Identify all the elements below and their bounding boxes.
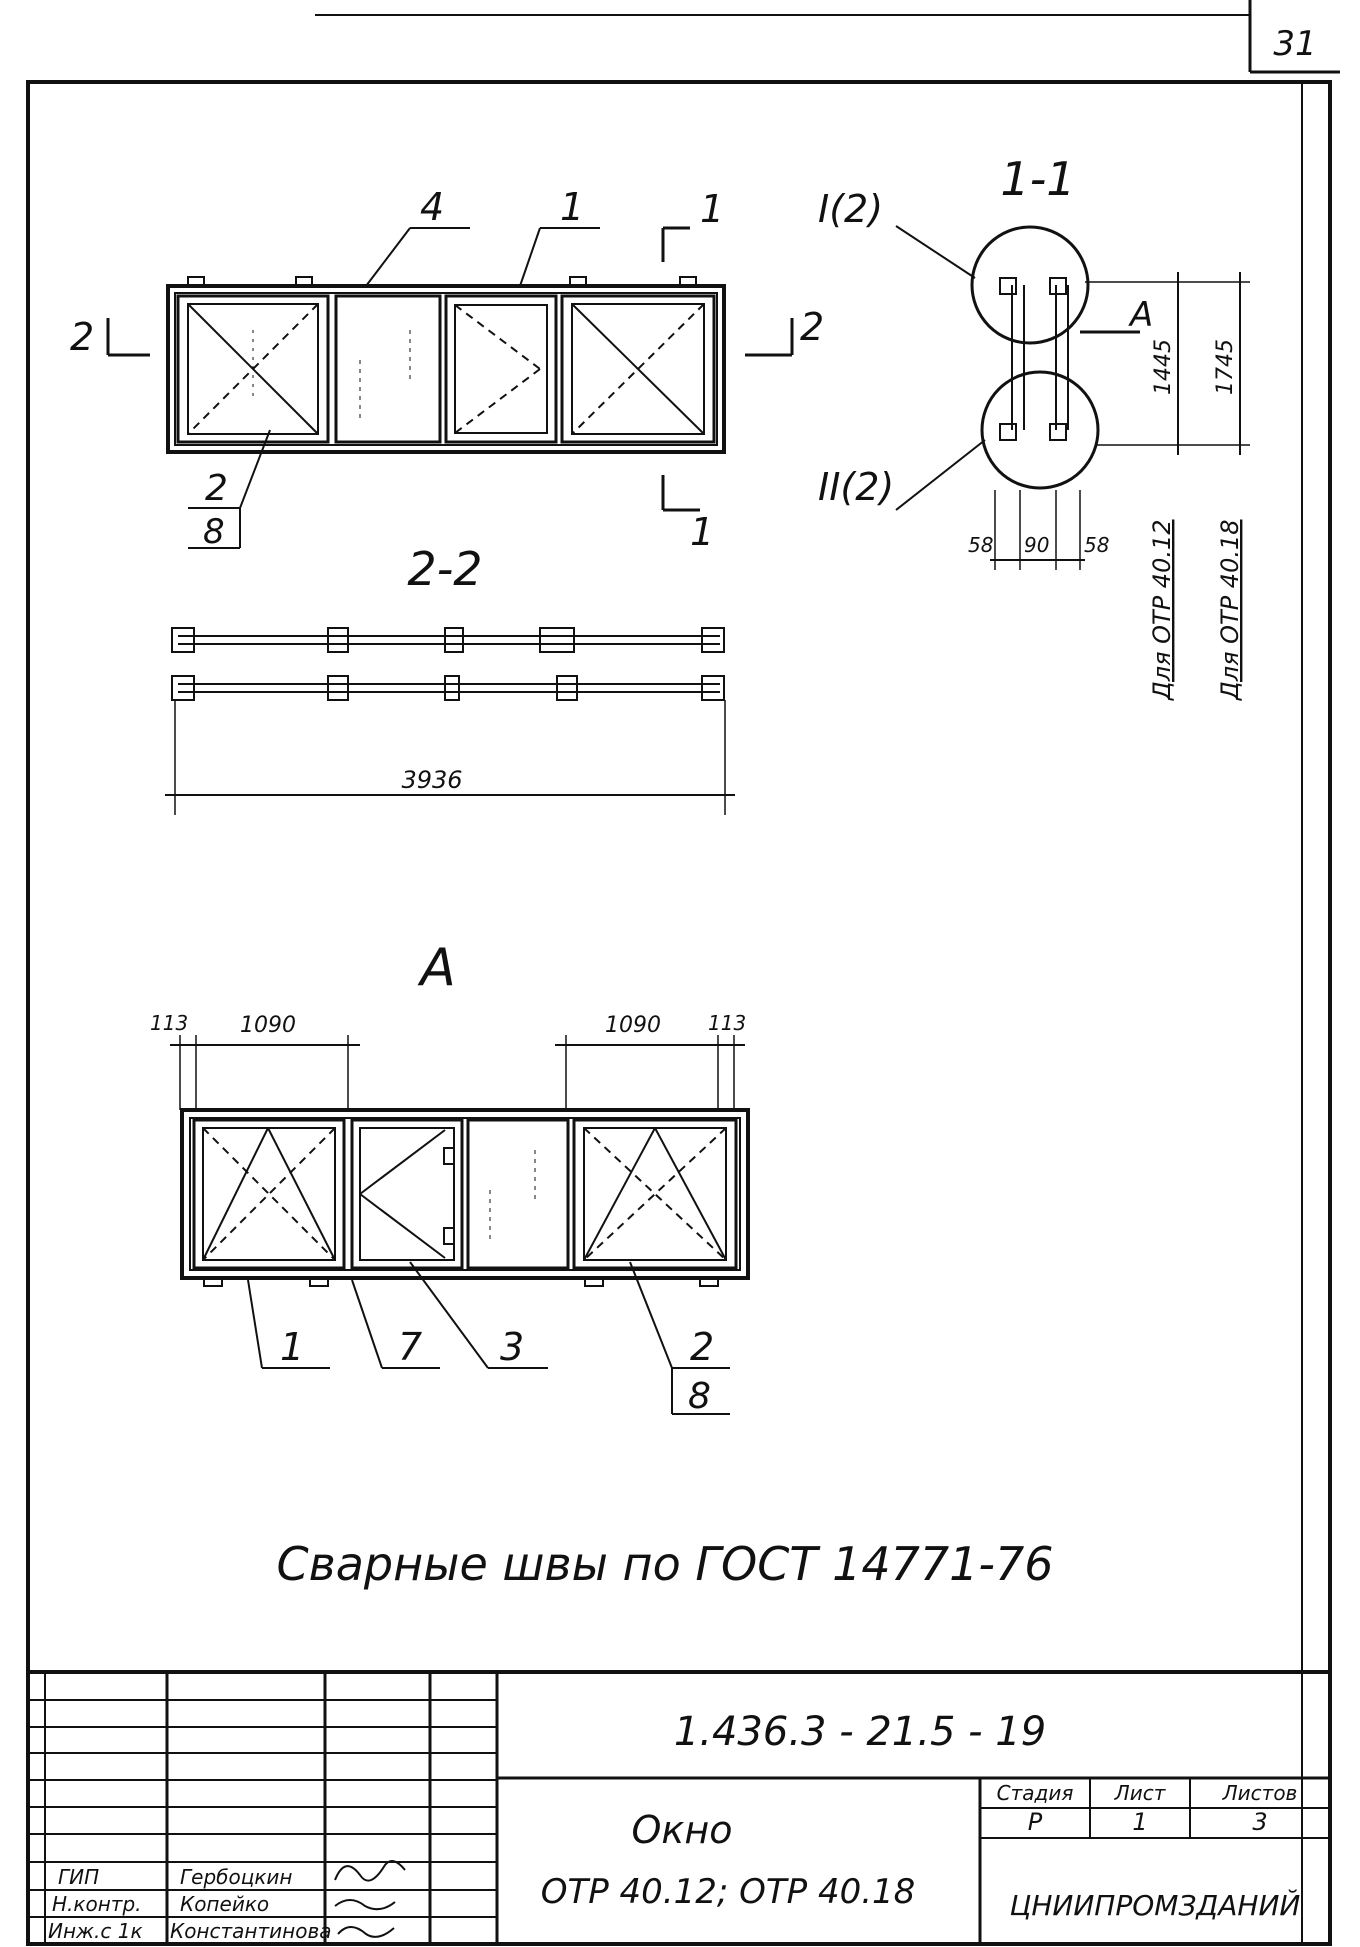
plan-label-1: 1 — [560, 185, 584, 229]
dim-1745: 1745 — [1213, 339, 1238, 395]
document-title: Окно — [632, 1808, 733, 1852]
dim-1445: 1445 — [1151, 339, 1176, 395]
fixed-glazing — [334, 294, 442, 444]
dim-58-right: 58 — [1084, 533, 1109, 557]
stage-header: Стадия — [997, 1781, 1074, 1805]
section-1-1 — [895, 225, 1250, 570]
note-otr-4018: Для ОТР 40.18 — [1216, 519, 1244, 701]
dim-113-right: 113 — [708, 1011, 746, 1035]
sheets-header: Листов — [1222, 1781, 1298, 1805]
vent-panel — [444, 294, 558, 444]
node-1-label: I(2) — [818, 187, 883, 231]
view-a-label-2: 2 — [690, 1325, 714, 1369]
node-marker-a: A — [1128, 295, 1153, 335]
sheet-number: 31 — [1273, 24, 1316, 64]
plan-callout-bottom: 8 — [203, 512, 225, 552]
view-a-title: A — [417, 938, 456, 998]
sheets-value: 3 — [1252, 1808, 1267, 1836]
dim-1090-right: 1090 — [605, 1013, 661, 1038]
sheet-value: 1 — [1132, 1808, 1147, 1836]
view-a — [170, 1035, 750, 1415]
dim-90: 90 — [1024, 533, 1049, 557]
view-a-label-3: 3 — [500, 1325, 524, 1369]
plan-section-label-2-right: 2 — [800, 305, 824, 349]
dim-1090-left: 1090 — [240, 1013, 296, 1038]
note-otr-4012: Для ОТР 40.12 — [1148, 519, 1176, 701]
dim-58-left: 58 — [968, 533, 993, 557]
name-inzh: Константинова — [170, 1919, 332, 1943]
section-1-1-title: 1-1 — [1000, 152, 1075, 206]
plan-section-label-1-top: 1 — [700, 187, 724, 231]
name-n-kontr: Копейко — [180, 1892, 269, 1916]
title-block — [28, 1670, 1330, 1944]
document-subtitle: ОТР 40.12; ОТР 40.18 — [541, 1872, 916, 1912]
welding-note: Сварные швы по ГОСТ 14771-76 — [276, 1537, 1053, 1591]
document-code: 1.436.3 - 21.5 - 19 — [674, 1709, 1046, 1755]
role-inzh: Инж.с 1к — [48, 1919, 143, 1943]
view-a-label-7: 7 — [398, 1325, 422, 1369]
role-gip: ГИП — [58, 1865, 99, 1889]
vent-panel — [350, 1118, 464, 1270]
view-a-label-1: 1 — [280, 1325, 304, 1369]
plan-section-label-2-left: 2 — [70, 315, 94, 359]
plan-label-4: 4 — [420, 185, 444, 229]
sash-panel — [572, 1118, 738, 1270]
fixed-glazing — [466, 1118, 570, 1270]
plan-view — [106, 226, 794, 549]
plan-callout-top: 2 — [205, 468, 228, 509]
organization: ЦНИИПРОМЗДАНИЙ — [1010, 1888, 1301, 1922]
sheet-border — [26, 0, 1340, 1946]
stage-value: Р — [1028, 1808, 1043, 1836]
dim-3936: 3936 — [401, 766, 462, 794]
signature — [334, 1860, 406, 1938]
sash-panel — [176, 294, 330, 444]
role-n-kontr: Н.контр. — [52, 1892, 142, 1916]
node-2-label: II(2) — [818, 465, 894, 509]
sheet-header: Лист — [1114, 1781, 1167, 1805]
section-2-2-title: 2-2 — [407, 542, 482, 596]
plan-section-label-1-bottom: 1 — [690, 510, 714, 554]
name-gip: Гербоцкин — [180, 1865, 292, 1889]
dim-113-left: 113 — [150, 1011, 188, 1035]
view-a-label-8: 8 — [688, 1376, 711, 1417]
sash-panel — [560, 294, 716, 444]
section-2-2 — [165, 627, 735, 815]
sash-panel — [192, 1118, 346, 1270]
